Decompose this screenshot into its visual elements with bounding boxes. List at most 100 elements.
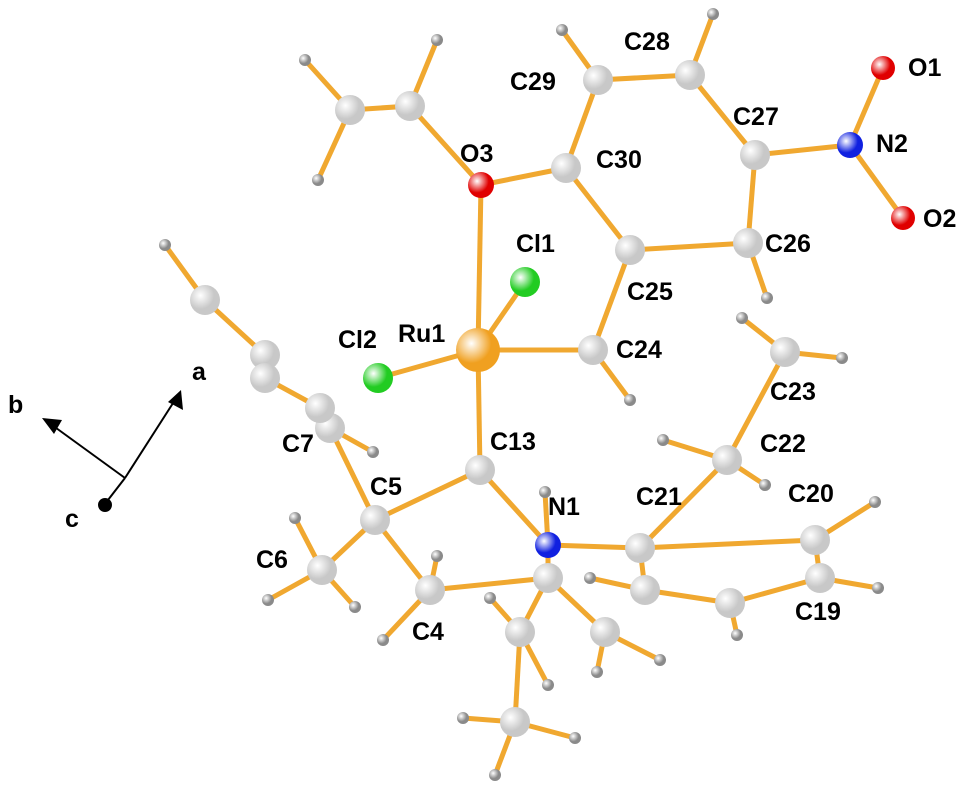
bond-Cd-Cf xyxy=(512,631,523,723)
atom-H20 xyxy=(539,486,551,498)
atom-label-Ru1: Ru1 xyxy=(398,320,445,348)
atom-C24 xyxy=(578,335,608,365)
atom-C22 xyxy=(712,445,742,475)
atom-Cc xyxy=(533,563,563,593)
atom-C28 xyxy=(675,60,705,90)
atom-H30 xyxy=(584,572,596,584)
a-axis-arrow-icon xyxy=(168,390,183,410)
atom-H2 xyxy=(299,54,311,66)
bond-C21-C20 xyxy=(639,537,816,551)
atom-C30 xyxy=(551,153,581,183)
atom-label-C27: C27 xyxy=(733,103,779,131)
atom-H13 xyxy=(872,582,884,594)
c-axis-dot-icon xyxy=(98,498,112,512)
bond-C21-C22 xyxy=(638,458,729,550)
atom-C21 xyxy=(625,533,655,563)
atom-label-C5: C5 xyxy=(370,473,402,501)
atom-label-C26: C26 xyxy=(765,230,811,258)
atom-Pd xyxy=(305,393,335,423)
bond-C28-C27 xyxy=(688,73,757,157)
atom-H5 xyxy=(707,8,719,20)
atom-Cl2 xyxy=(363,363,393,393)
atom-C27 xyxy=(740,140,770,170)
atom-O1 xyxy=(871,56,895,80)
atom-Pb xyxy=(250,340,280,370)
atom-H22 xyxy=(542,679,554,691)
bond-N1-C21 xyxy=(547,542,641,551)
atom-Ru1 xyxy=(456,328,500,372)
bond-C19-Ca xyxy=(729,575,821,606)
bond-C22-C23 xyxy=(724,350,788,462)
bond-Ru1-O3 xyxy=(475,184,484,351)
atom-H26 xyxy=(159,239,171,251)
atom-C13 xyxy=(465,455,495,485)
bond-N2-O2 xyxy=(847,143,906,220)
atom-label-C21: C21 xyxy=(636,483,682,511)
atom-C20 xyxy=(800,525,830,555)
atom-Cl1 xyxy=(510,267,540,297)
atom-label-C22: C22 xyxy=(760,430,806,458)
atom-H25 xyxy=(489,769,501,781)
atom-label-C24: C24 xyxy=(616,336,662,364)
atom-H4 xyxy=(556,24,568,36)
atom-H11 xyxy=(759,479,771,491)
atom-label-C30: C30 xyxy=(596,146,642,174)
atom-H8 xyxy=(736,312,748,324)
atom-H14 xyxy=(731,629,743,641)
atom-H24 xyxy=(569,732,581,744)
bond-C5-C7 xyxy=(327,426,378,522)
atom-label-Cl1: Cl1 xyxy=(516,230,555,258)
atom-O3 xyxy=(468,172,494,198)
atom-H6 xyxy=(761,292,773,304)
atom-Cb xyxy=(630,575,660,605)
atom-C29 xyxy=(583,65,613,95)
axis-label-b: b xyxy=(8,391,23,419)
atom-label-C23: C23 xyxy=(770,378,816,406)
atom-Cd xyxy=(505,617,535,647)
atom-H19 xyxy=(377,634,389,646)
bond-C13-C5 xyxy=(373,467,482,523)
atom-H21 xyxy=(654,654,666,666)
atom-label-O3: O3 xyxy=(460,140,493,168)
atom-C26 xyxy=(733,228,763,258)
atom-C19 xyxy=(805,563,835,593)
axis-label-c: c xyxy=(65,505,79,533)
atom-H3 xyxy=(312,174,324,186)
atom-N2 xyxy=(837,132,863,158)
atom-label-C6: C6 xyxy=(256,546,288,574)
atom-O2 xyxy=(891,206,915,230)
atom-H12 xyxy=(869,496,881,508)
b-axis-arrow-icon xyxy=(42,418,62,434)
atom-label-C20: C20 xyxy=(788,480,834,508)
atom-H18 xyxy=(431,550,443,562)
atom-Ca xyxy=(715,588,745,618)
atom-H29 xyxy=(591,666,603,678)
atom-H15 xyxy=(289,512,301,524)
bond-C29-C28 xyxy=(597,72,691,83)
atom-C25 xyxy=(615,235,645,265)
bond-C25-C24 xyxy=(590,249,633,351)
atom-label-C25: C25 xyxy=(627,278,673,306)
bond-C25-C30 xyxy=(564,166,632,252)
atom-H1 xyxy=(431,34,443,46)
atom-label-O1: O1 xyxy=(908,54,941,82)
axis-label-a: a xyxy=(192,358,207,386)
atom-label-C4: C4 xyxy=(412,618,444,646)
atom-Tb xyxy=(395,91,425,121)
bond-C26-C25 xyxy=(629,240,749,253)
atom-H28 xyxy=(484,592,496,604)
atom-H17 xyxy=(349,601,361,613)
atom-Cf xyxy=(500,707,530,737)
bond-C13-N1 xyxy=(478,468,550,547)
atom-C4 xyxy=(415,575,445,605)
bond-C27-N2 xyxy=(754,142,851,158)
atom-H27 xyxy=(367,446,379,458)
atom-H16 xyxy=(262,594,274,606)
atom-label-O2: O2 xyxy=(923,205,956,233)
atom-H10 xyxy=(657,434,669,446)
atom-H9 xyxy=(836,352,848,364)
atom-label-C7: C7 xyxy=(282,430,314,458)
bond-C4-Cc xyxy=(429,575,549,593)
